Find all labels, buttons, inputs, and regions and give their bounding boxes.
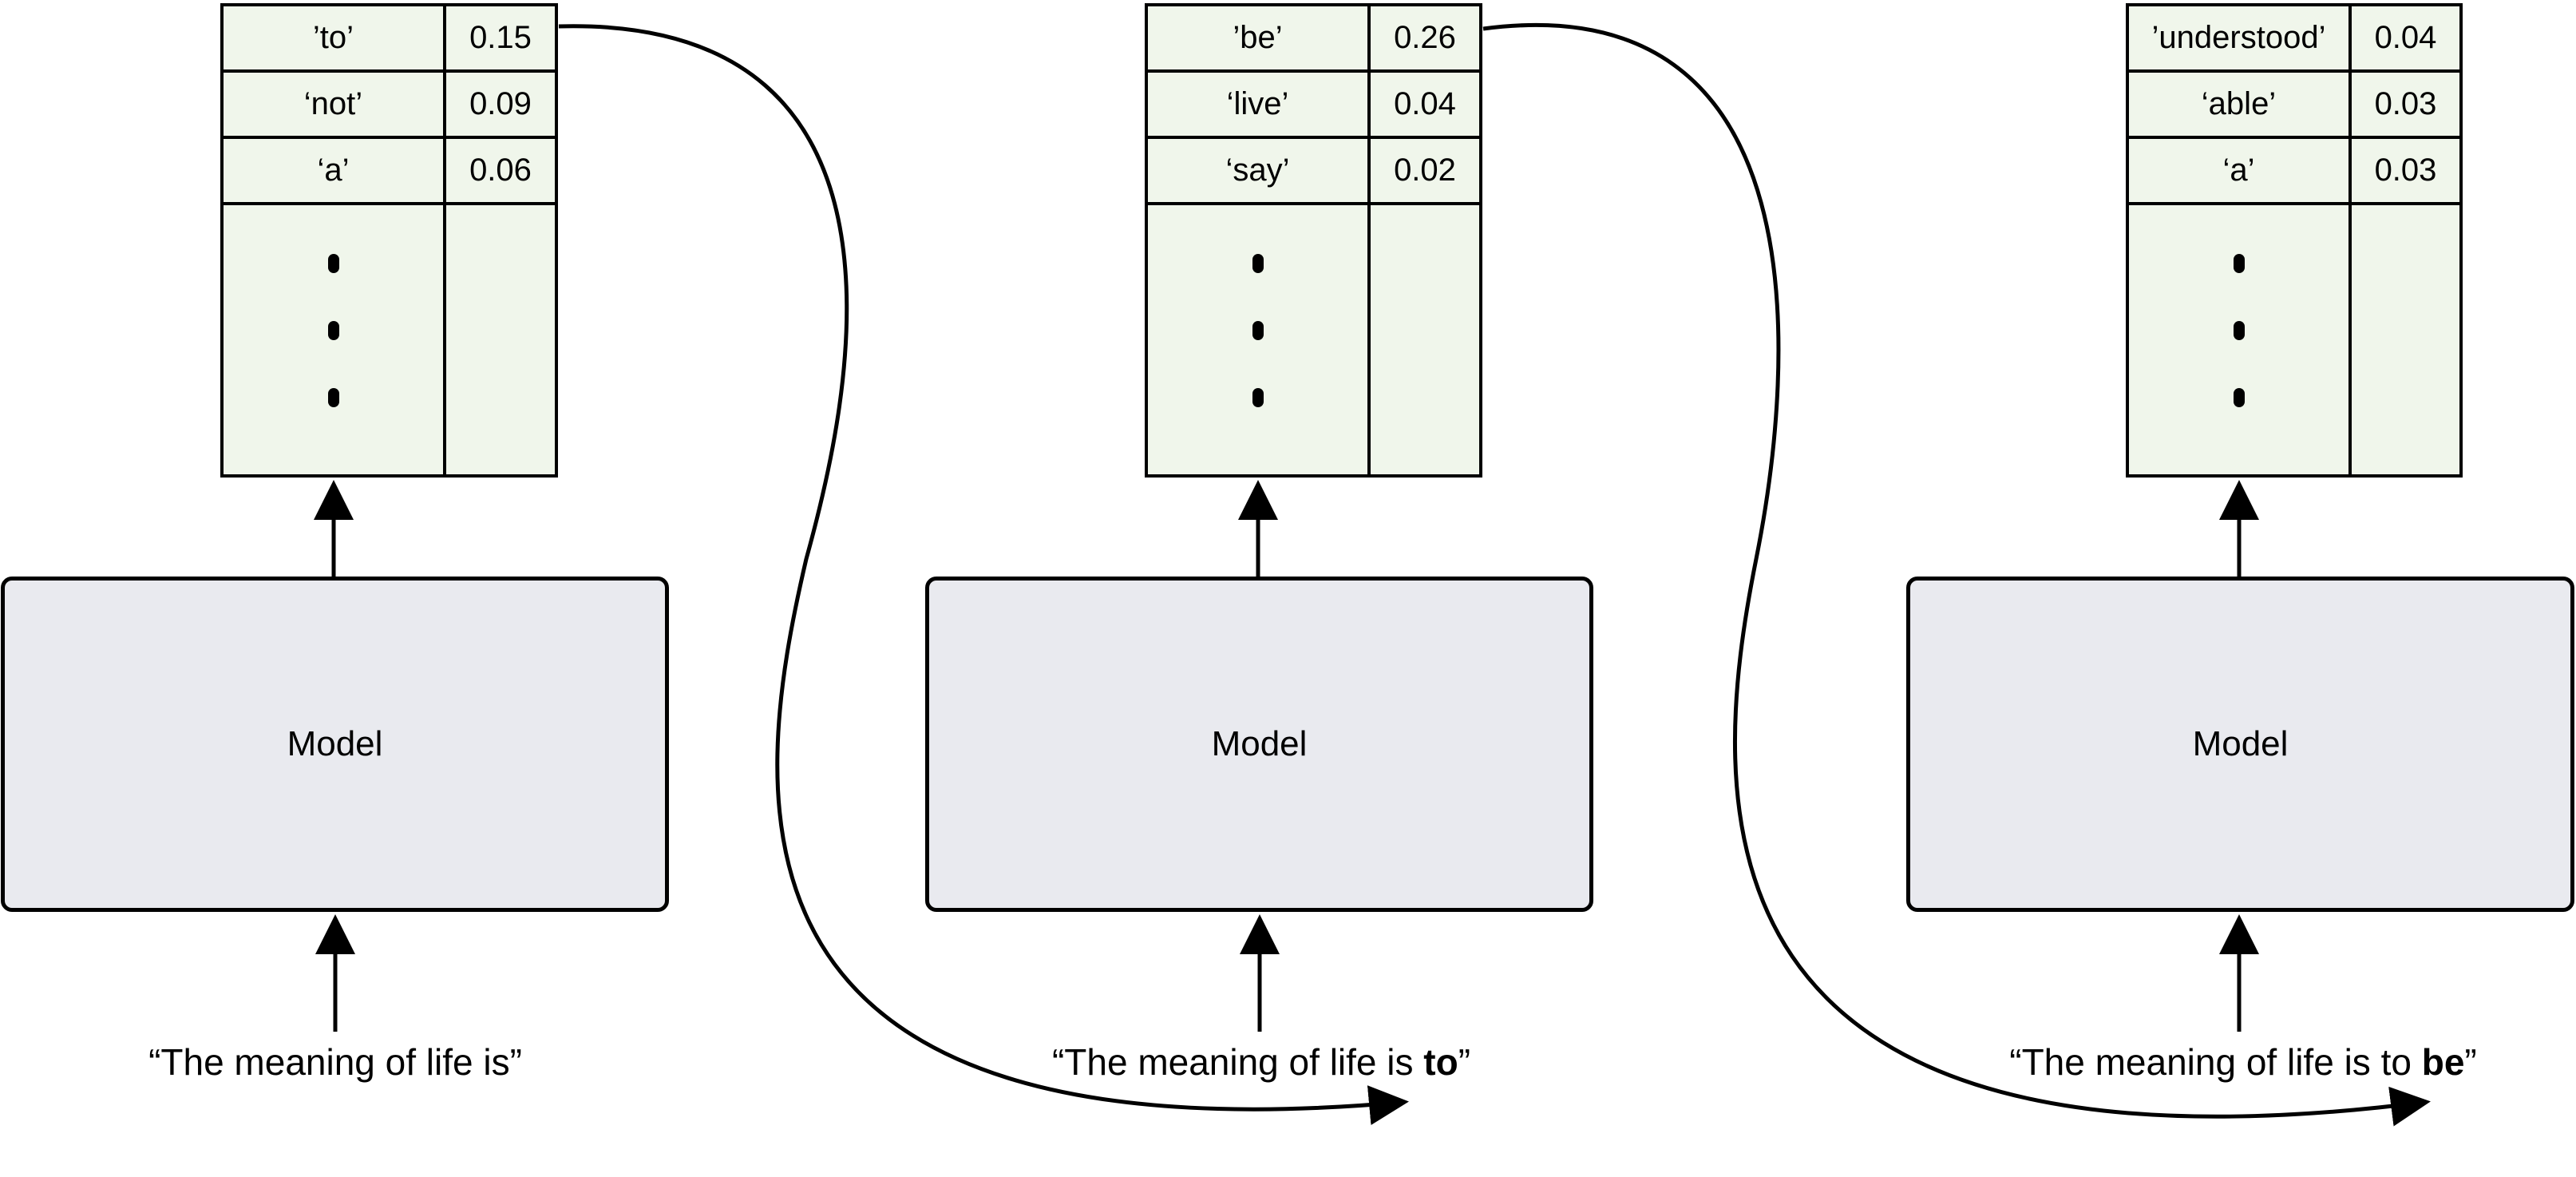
table-row: ‘able’ 0.03 [2129,73,2459,139]
token-cell: ‘not’ [303,86,363,121]
prompt-prefix: “The meaning of life is [1051,1041,1424,1083]
token-cell: ’understood’ [2151,20,2326,55]
token-cell: ‘a’ [317,153,350,188]
probability-cell: 0.03 [2374,86,2437,121]
table-row: ‘a’ 0.03 [2129,139,2459,205]
model-label: Model [1211,724,1308,763]
table-row: ’understood’ 0.04 [2129,6,2459,73]
curve-token-to-next-prompt-1 [558,24,1409,1125]
probability-cell: 0.03 [2374,153,2437,188]
probability-table-step-3: ’understood’ 0.04 ‘able’ 0.03 ‘a’ 0.03 [2126,3,2463,478]
table-row: ‘a’ 0.06 [224,139,555,205]
probability-cell: 0.02 [1394,153,1456,188]
prompt-suffix: ” [1458,1041,1471,1083]
probability-table-step-1: ’to’ 0.15 ‘not’ 0.09 ‘a’ 0.06 [220,3,558,478]
table-row: ‘say’ 0.02 [1148,139,1479,205]
prompt-prefix: “The meaning of life is to [2009,1041,2422,1083]
prompt-step-1: “The meaning of life is” [96,1038,575,1086]
probability-cell: 0.26 [1394,20,1456,55]
probability-cell: 0.15 [469,20,532,55]
probability-cell: 0.09 [469,86,532,121]
vertical-ellipsis-icon [1252,254,1264,407]
prompt-step-3: “The meaning of life is to be” [1940,1038,2546,1086]
probability-cell: 0.06 [469,153,532,188]
probability-cell: 0.04 [1394,86,1456,121]
table-row: ’to’ 0.15 [224,6,555,73]
prompt-new-token: to [1423,1041,1458,1083]
curve-token-to-next-prompt-2 [1482,22,2431,1127]
token-cell: ’be’ [1233,20,1283,55]
table-row: ’be’ 0.26 [1148,6,1479,73]
model-box-step-2: Model [925,577,1593,912]
token-cell: ‘say’ [1225,153,1290,188]
vertical-ellipsis-icon [2234,254,2245,407]
prompt-suffix: ” [509,1041,522,1083]
model-label: Model [2192,724,2289,763]
token-cell: ‘able’ [2201,86,2277,121]
table-row: ‘not’ 0.09 [224,73,555,139]
model-box-step-1: Model [1,577,669,912]
model-label: Model [287,724,383,763]
token-cell: ‘a’ [2222,153,2255,188]
vertical-ellipsis-icon [328,254,339,407]
table-row: ‘live’ 0.04 [1148,73,1479,139]
table-column-divider [443,6,446,474]
prompt-new-token: be [2421,1041,2465,1083]
probability-table-step-2: ’be’ 0.26 ‘live’ 0.04 ‘say’ 0.02 [1145,3,1482,478]
token-cell: ‘live’ [1226,86,1289,121]
prompt-suffix: ” [2464,1041,2477,1083]
token-cell: ’to’ [312,20,354,55]
prompt-prefix: “The meaning of life is [148,1041,510,1083]
prompt-step-2: “The meaning of life is to” [982,1038,1541,1086]
table-column-divider [2348,6,2352,474]
table-column-divider [1367,6,1371,474]
probability-cell: 0.04 [2374,20,2437,55]
model-box-step-3: Model [1906,577,2574,912]
